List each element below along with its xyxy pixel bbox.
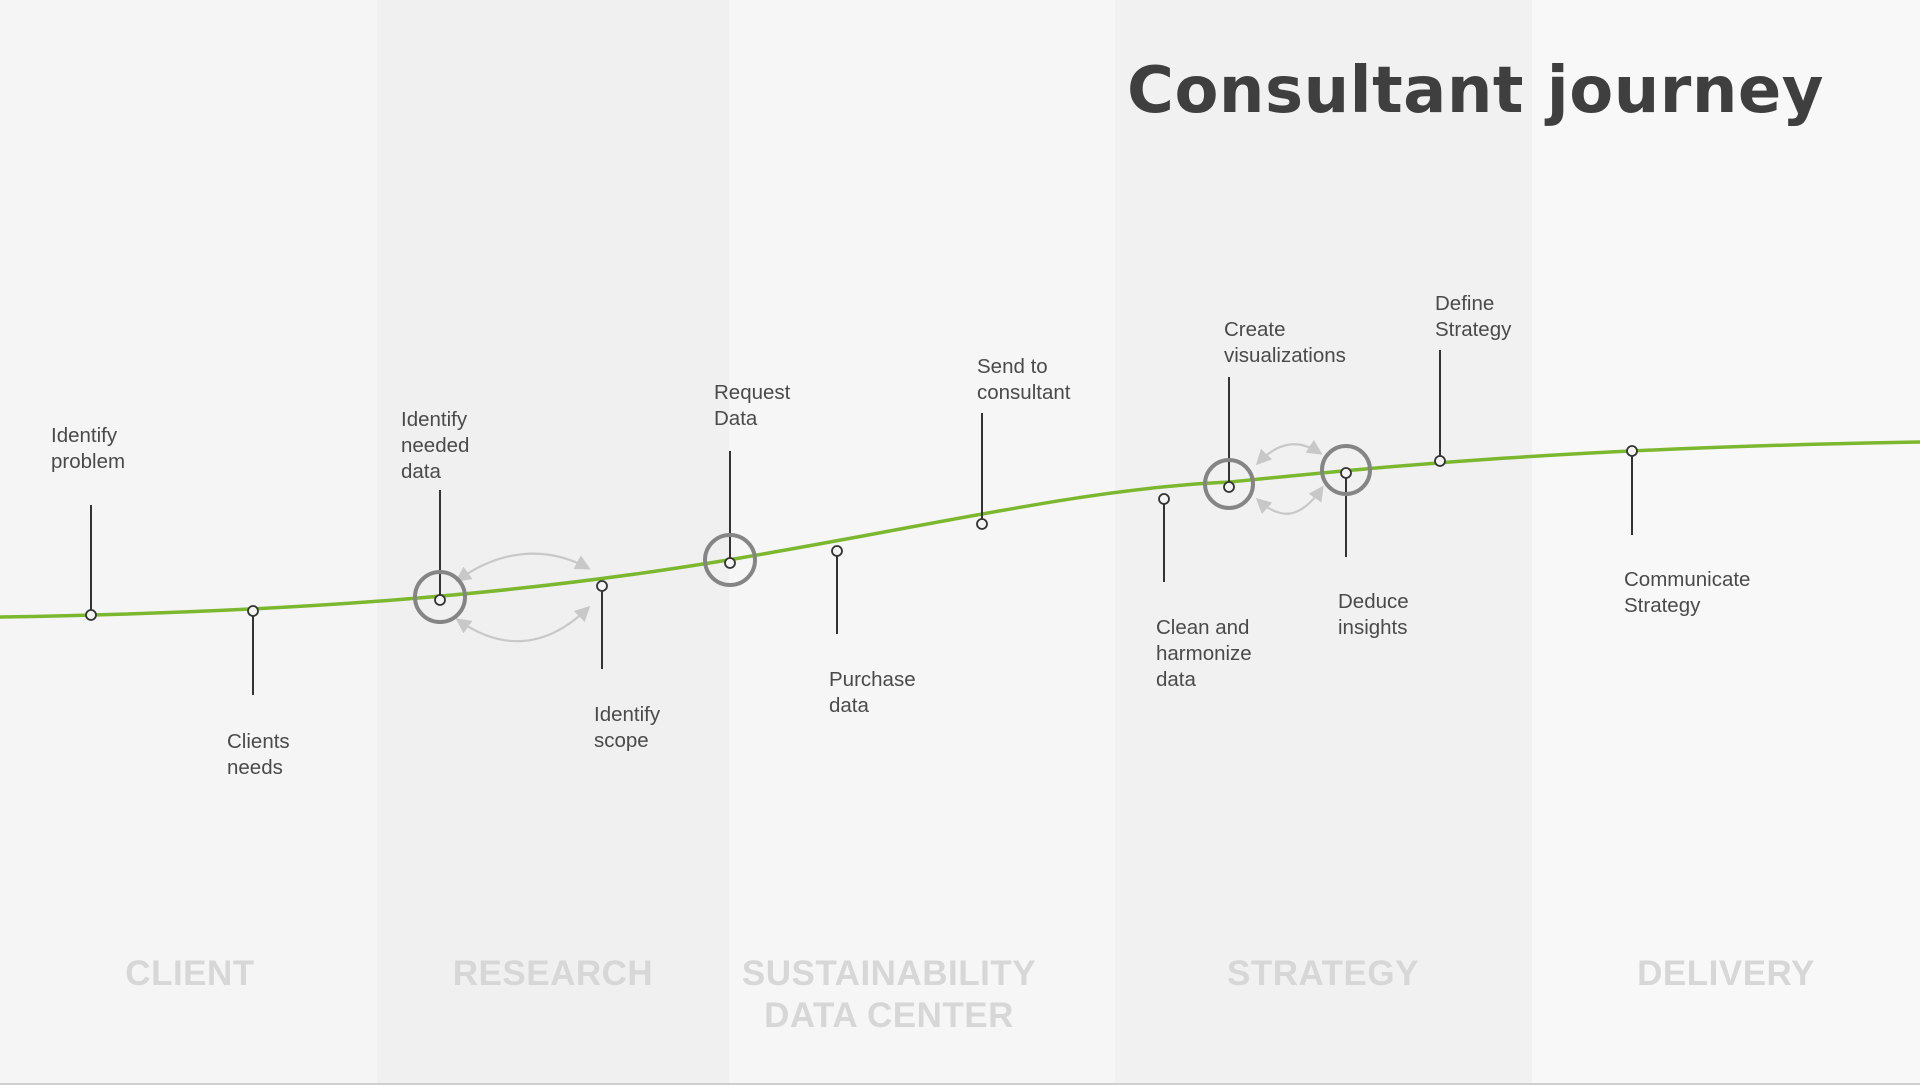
- bottom-divider: [0, 1083, 1920, 1085]
- marker-identify-scope: [596, 580, 608, 592]
- marker-send-to-consultant: [976, 518, 988, 530]
- loop-arrow-bottom-needed-data-to-scope: [455, 605, 591, 643]
- highlight-ring-identify-needed-data: [413, 570, 467, 624]
- step-label-clients-needs: Clients needs: [227, 730, 290, 779]
- highlight-ring-request-data: [703, 533, 757, 587]
- stage-label-strategy: STRATEGY: [1227, 954, 1419, 993]
- stage-band-strategy: [1115, 0, 1532, 1085]
- stage-band-client: [0, 0, 377, 1085]
- stage-band-data-center: [729, 0, 1115, 1085]
- marker-define-strategy: [1434, 455, 1446, 467]
- step-connectors: [90, 350, 1633, 695]
- step-label-communicate-strategy: Communicate Strategy: [1624, 568, 1751, 617]
- page-title: Consultant journey: [1126, 54, 1824, 128]
- marker-identify-problem: [85, 609, 97, 621]
- step-label-identify-needed-data: Identify needed data: [401, 408, 470, 483]
- loop-arrow-top-needed-data-to-scope: [455, 552, 591, 582]
- highlight-ring-deduce-insights: [1320, 444, 1372, 496]
- highlight-ring-create-visualizations: [1203, 458, 1255, 510]
- step-markers: [85, 444, 1638, 624]
- stage-band-delivery: [1532, 0, 1920, 1085]
- step-label-deduce-insights: Deduce insights: [1338, 590, 1409, 639]
- marker-clean-and-harmonize-data: [1158, 493, 1170, 505]
- marker-purchase-data: [831, 545, 843, 557]
- stage-label-client: CLIENT: [125, 954, 255, 993]
- marker-request-data: [724, 557, 736, 569]
- feedback-loops: [455, 439, 1324, 643]
- step-label-send-to-consultant: Send to consultant: [977, 355, 1071, 404]
- journey-line: [0, 440, 1920, 619]
- marker-identify-needed-data: [434, 594, 446, 606]
- step-label-define-strategy: Define Strategy: [1435, 292, 1512, 341]
- step-label-request-data: Request Data: [714, 381, 791, 430]
- step-label-identify-problem: Identify problem: [51, 424, 126, 473]
- loop-arrow-top-visualizations-to-insights: [1255, 439, 1323, 466]
- step-label-identify-scope: Identify scope: [594, 703, 661, 752]
- step-label-create-visualizations: Create visualizations: [1224, 318, 1346, 367]
- marker-deduce-insights: [1340, 467, 1352, 479]
- stage-label-research: RESEARCH: [452, 954, 654, 993]
- step-label-purchase-data: Purchase data: [829, 668, 916, 717]
- stage-band-research: [377, 0, 729, 1085]
- marker-create-visualizations: [1223, 481, 1235, 493]
- marker-clients-needs: [247, 605, 259, 617]
- loop-arrow-bottom-visualizations-to-insights: [1255, 485, 1324, 515]
- step-label-clean-and-harmonize-data: Clean and harmonize data: [1156, 616, 1252, 691]
- stage-label-sustainability-data-center: SUSTAINABILITY DATA CENTER: [741, 954, 1037, 1035]
- marker-communicate-strategy: [1626, 445, 1638, 457]
- stage-label-delivery: DELIVERY: [1637, 954, 1815, 993]
